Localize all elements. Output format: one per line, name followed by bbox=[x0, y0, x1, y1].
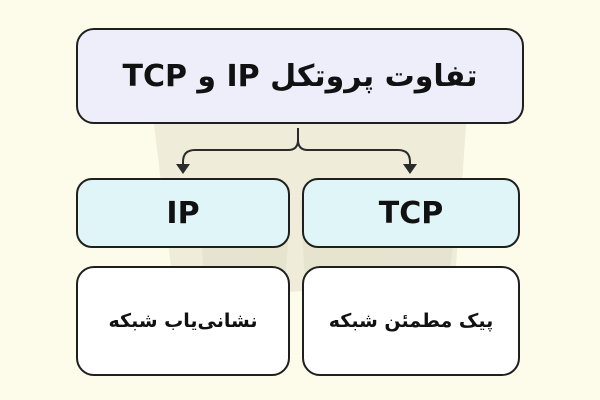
arrow-line-right bbox=[297, 139, 411, 168]
arrowhead-left bbox=[176, 164, 190, 174]
protocol-tcp-box: TCP bbox=[302, 178, 520, 248]
tcp-description-box: پیک مطمئن شبکه bbox=[302, 266, 520, 376]
diagram-title: تفاوت پروتکل IP و TCP bbox=[76, 28, 524, 124]
arrow-line-left bbox=[182, 128, 299, 168]
arrowhead-right bbox=[403, 164, 417, 174]
ip-description-box: نشانی‌یاب شبکه bbox=[76, 266, 290, 376]
protocol-ip-box: IP bbox=[76, 178, 290, 248]
